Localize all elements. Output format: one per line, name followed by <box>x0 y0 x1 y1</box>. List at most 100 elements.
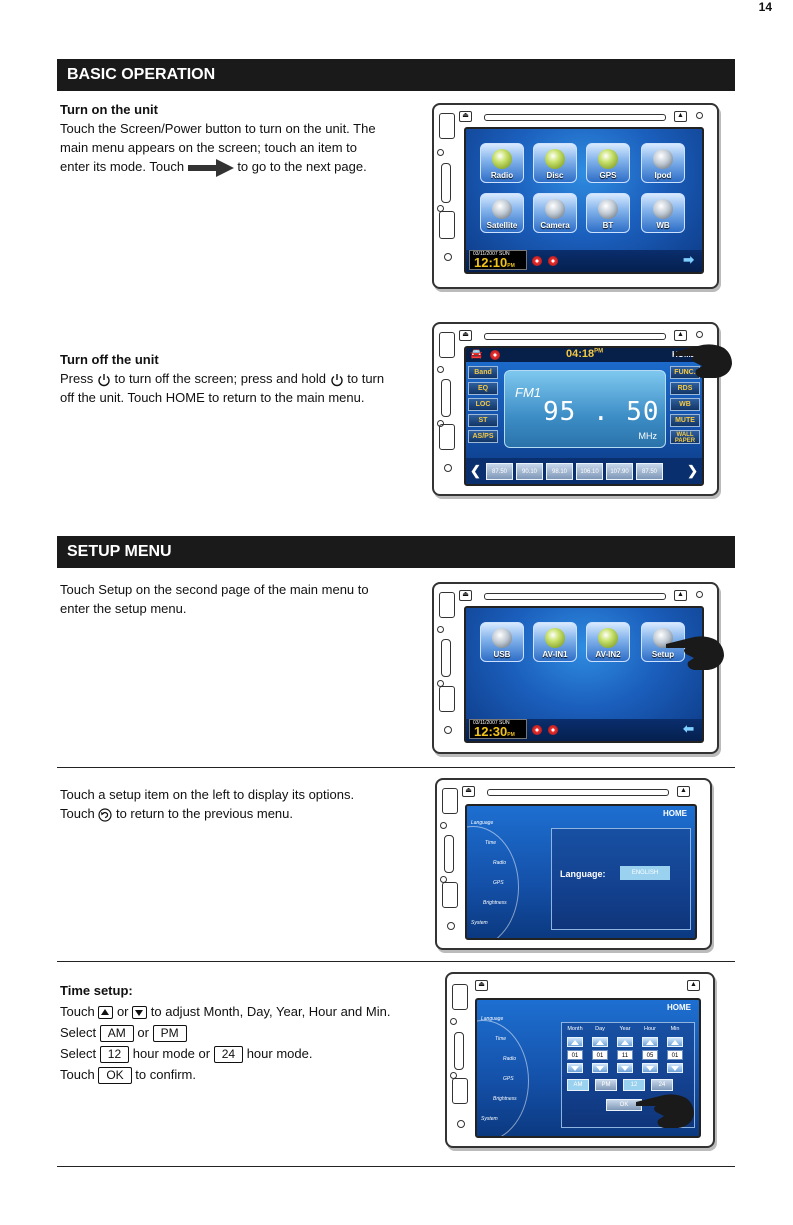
right-arrow-icon <box>187 158 234 177</box>
radio-tile[interactable]: Radio <box>480 143 524 183</box>
language-select[interactable]: ENGLISH <box>620 866 670 880</box>
disc-tile[interactable]: Disc <box>533 143 577 183</box>
device-main-menu: ⏏ ▲ Radio Disc GPS Ipod Satellite Camera… <box>432 103 719 289</box>
car-icon: 🚘 <box>470 349 483 360</box>
prev-page-icon[interactable]: ⬅ <box>683 721 694 736</box>
av-in2-tile[interactable]: AV-IN2 <box>586 622 630 662</box>
menu-system[interactable]: System <box>471 920 488 926</box>
volume-rocker <box>442 788 458 814</box>
volume-rocker <box>439 592 455 618</box>
ipod-tile[interactable]: Ipod <box>641 143 685 183</box>
camera-tile[interactable]: Camera <box>533 193 577 233</box>
preset-6[interactable]: 87.50 <box>636 463 663 480</box>
pm-key: PM <box>152 1025 187 1043</box>
band-button[interactable]: Band <box>468 366 498 379</box>
power-icon[interactable] <box>548 256 558 266</box>
menu-gps[interactable]: GPS <box>503 1076 514 1082</box>
usb-port-icon <box>452 1078 468 1104</box>
menu-time[interactable]: Time <box>485 840 497 846</box>
next-page-icon[interactable]: ➡ <box>683 252 694 267</box>
menu-language[interactable]: Language <box>481 1016 504 1022</box>
mute-icon[interactable] <box>532 725 542 735</box>
av-in1-tile[interactable]: AV-IN1 <box>533 622 577 662</box>
preset-1[interactable]: 87.50 <box>486 463 513 480</box>
year-up-button[interactable] <box>617 1037 633 1047</box>
eject-icon: ⏏ <box>462 786 475 797</box>
h24-button[interactable]: 24 <box>651 1079 673 1091</box>
usb-tile[interactable]: USB <box>480 622 524 662</box>
menu-time[interactable]: Time <box>495 1036 507 1042</box>
menu-gps[interactable]: GPS <box>493 880 504 886</box>
mute-icon[interactable] <box>532 256 542 266</box>
power-icon[interactable] <box>548 725 558 735</box>
wb-button[interactable]: WB <box>670 398 700 411</box>
pm-button[interactable]: PM <box>595 1079 617 1091</box>
power-on-body-2: to go to the next page. <box>237 159 367 174</box>
eject-icon: ⏏ <box>459 111 472 122</box>
up-arrow-icon <box>98 1006 114 1020</box>
back-icon <box>98 807 112 822</box>
preset-4[interactable]: 106.10 <box>576 463 603 480</box>
month-value: 01 <box>567 1050 583 1060</box>
am-button[interactable]: AM <box>567 1079 589 1091</box>
power-off-heading: Turn off the unit <box>60 352 159 367</box>
min-up-button[interactable] <box>667 1037 683 1047</box>
prev-preset-icon[interactable]: ❮ <box>470 463 481 478</box>
satellite-tile[interactable]: Satellite <box>480 193 524 233</box>
bt-tile[interactable]: BT <box>586 193 630 233</box>
month-down-button[interactable] <box>567 1063 583 1073</box>
func-button[interactable]: FUNC. <box>670 366 700 379</box>
min-down-button[interactable] <box>667 1063 683 1073</box>
section-title-basic: BASIC OPERATION <box>57 59 735 91</box>
pointing-hand-icon <box>674 344 732 378</box>
year-down-button[interactable] <box>617 1063 633 1073</box>
day-down-button[interactable] <box>592 1063 608 1073</box>
section-title-setup: SETUP MENU <box>57 536 735 568</box>
menu-system[interactable]: System <box>481 1116 498 1122</box>
menu-radio[interactable]: Radio <box>503 1056 517 1062</box>
menu-brightness[interactable]: Brightness <box>493 1096 517 1102</box>
hour-down-button[interactable] <box>642 1063 658 1073</box>
next-preset-icon[interactable]: ❯ <box>687 463 698 478</box>
preset-3[interactable]: 98.10 <box>546 463 573 480</box>
h12-button[interactable]: 12 <box>623 1079 645 1091</box>
divider <box>57 767 735 768</box>
av-in-jack <box>447 922 455 930</box>
gps-tile[interactable]: GPS <box>586 143 630 183</box>
setup-step2-text: Touch a setup item on the left to displa… <box>60 787 355 822</box>
pointing-hand-icon <box>636 1094 694 1128</box>
sd-slot <box>441 379 451 417</box>
wallpaper-button[interactable]: WALL PAPER <box>670 430 700 444</box>
rds-button[interactable]: RDS <box>670 382 700 395</box>
home-button[interactable]: HOME <box>663 809 687 818</box>
preset-2[interactable]: 90.10 <box>516 463 543 480</box>
eq-button[interactable]: EQ <box>468 382 498 395</box>
asps-button[interactable]: AS/PS <box>468 430 498 443</box>
open-icon: ▲ <box>674 590 687 601</box>
setup-step3-text: Time setup: Touch or to adjust Month, Da… <box>60 983 391 1085</box>
wb-tile[interactable]: WB <box>641 193 685 233</box>
month-up-button[interactable] <box>567 1037 583 1047</box>
preset-5[interactable]: 107.90 <box>606 463 633 480</box>
loc-button[interactable]: LOC <box>468 398 498 411</box>
av-in-jack <box>444 464 452 472</box>
home-button[interactable]: HOME <box>667 1003 691 1012</box>
power-icon[interactable] <box>490 350 500 360</box>
menu-brightness[interactable]: Brightness <box>483 900 507 906</box>
hour-value: 05 <box>642 1050 658 1060</box>
volume-rocker <box>452 984 468 1010</box>
menu-language[interactable]: Language <box>471 820 494 826</box>
st-button[interactable]: ST <box>468 414 498 427</box>
disc-icon <box>545 149 565 169</box>
av-in-jack <box>444 726 452 734</box>
radio-clock: 04:18PM <box>566 348 604 360</box>
device-menu-page2: ⏏ ▲ USB AV-IN1 AV-IN2 Setup 03/11/2007 S… <box>432 582 719 754</box>
mute-button[interactable]: MUTE <box>670 414 700 427</box>
sd-slot <box>441 163 451 203</box>
frequency-unit: MHz <box>638 431 658 441</box>
down-arrow-icon <box>132 1006 148 1020</box>
hour-up-button[interactable] <box>642 1037 658 1047</box>
day-up-button[interactable] <box>592 1037 608 1047</box>
power-on-body: Touch the Screen/Power button to turn on… <box>60 121 376 174</box>
menu-radio[interactable]: Radio <box>493 860 507 866</box>
